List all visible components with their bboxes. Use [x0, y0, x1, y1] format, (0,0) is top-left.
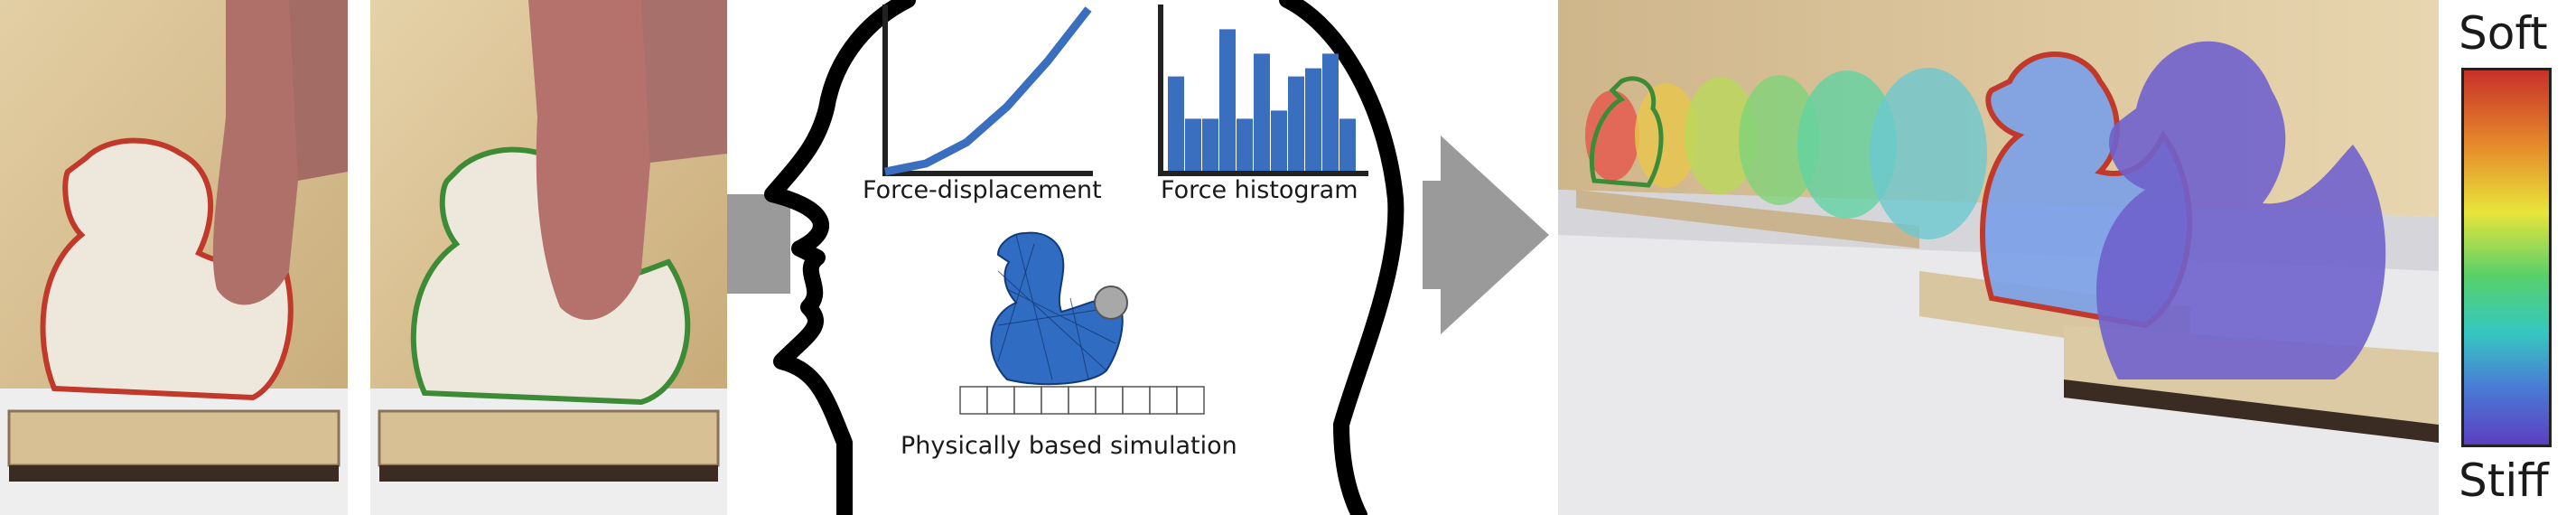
histogram-bar-9: [1305, 68, 1321, 171]
histogram-bar-11: [1339, 118, 1356, 171]
histogram-bar-5: [1237, 118, 1253, 171]
force-displacement-label: Force-displacement: [863, 176, 1102, 204]
histogram-bar-6: [1254, 53, 1270, 172]
perception-schematic: Force-displacement Force histogram Physi…: [727, 0, 1558, 515]
stiffness-color-scale: Soft Stiff: [2439, 0, 2576, 515]
photo-duck-row-stiffness: [1558, 0, 2439, 515]
force-displacement-chart: [882, 5, 1093, 176]
force-histogram-chart: [1158, 5, 1368, 176]
histogram-bar-8: [1288, 76, 1304, 171]
photo-soft-duck-pressed: [0, 0, 348, 515]
force-histogram-label: Force histogram: [1161, 176, 1358, 204]
simulated-duck-mesh: [959, 231, 1205, 415]
histogram-bar-10: [1322, 53, 1339, 172]
histogram-bar-1: [1168, 76, 1184, 171]
histogram-bar-7: [1271, 110, 1287, 171]
indenter-sphere: [1094, 286, 1128, 320]
colorbar: [2461, 68, 2552, 447]
photo-stiff-duck-pressed: [370, 0, 727, 515]
fd-series-line: [884, 6, 1092, 176]
simulation-label: Physically based simulation: [901, 432, 1237, 460]
soft-outline-far: [1589, 76, 1664, 188]
arrow-out: [1423, 136, 1549, 334]
histogram-bar-4: [1219, 29, 1236, 172]
head-outline: [764, 0, 1405, 515]
soft-label: Soft: [2459, 7, 2548, 60]
stiff-label: Stiff: [2459, 454, 2549, 507]
histogram-bar-2: [1185, 118, 1201, 171]
arrow-in: [727, 194, 790, 294]
histogram-bar-3: [1202, 118, 1218, 171]
